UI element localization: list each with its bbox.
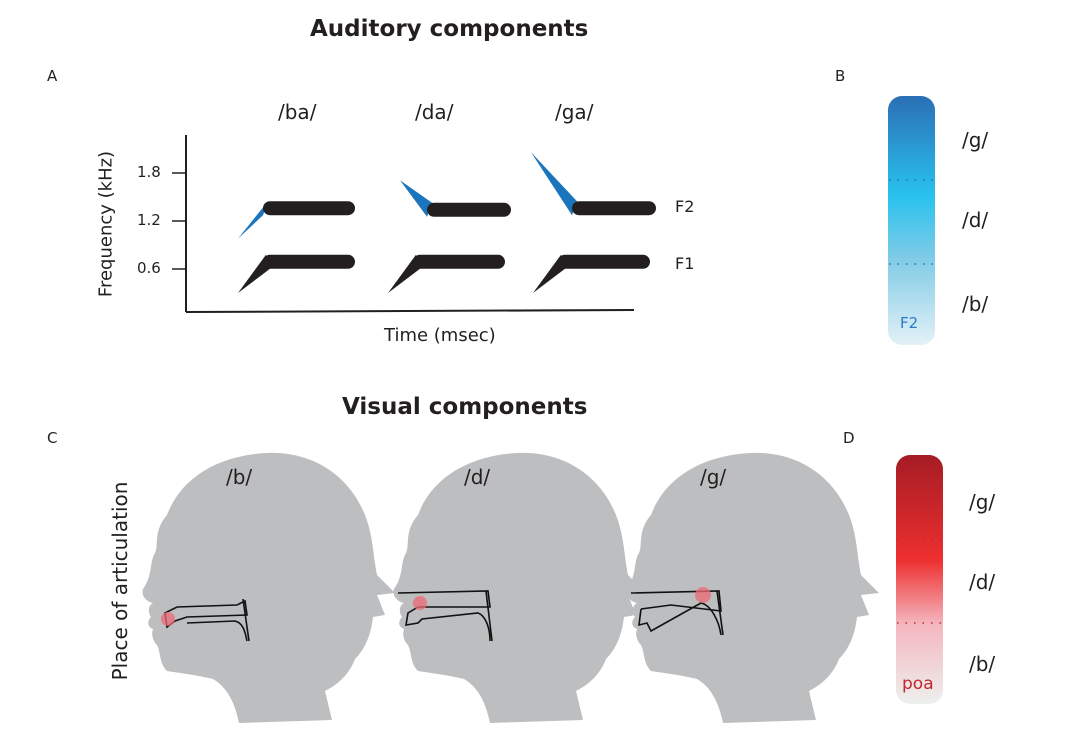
head-g [626, 452, 879, 723]
f2-gradient-bar [888, 96, 935, 345]
y-tick-label: 1.8 [137, 163, 161, 181]
vocal-tract-outline [630, 590, 722, 636]
x-axis-label: Time (msec) [384, 325, 496, 346]
legend-f2: F2 [675, 197, 695, 216]
f2-transition [238, 201, 268, 239]
poa-marker-velum [695, 587, 711, 603]
f2-transition [400, 180, 432, 217]
head-label-d: /d/ [464, 465, 491, 489]
panel-letter-d: D [843, 429, 855, 447]
panel-letter-b: B [835, 67, 846, 85]
head-label-g: /g/ [700, 465, 727, 489]
head-d [393, 452, 646, 723]
syllable-label: /ba/ [278, 100, 317, 124]
poa-gradient-bar [896, 455, 943, 704]
f2-transition [531, 152, 577, 216]
poa-category-g: /g/ [969, 490, 996, 514]
auditory-title: Auditory components [310, 16, 589, 42]
f2-bar-label: F2 [900, 314, 919, 332]
f2-category-b: /b/ [962, 292, 989, 316]
f2-category-g: /g/ [962, 128, 989, 152]
vocal-tract-outline [397, 590, 491, 642]
f1-transition [238, 254, 270, 293]
poa-marker-alveolar [413, 596, 427, 610]
poa-marker-lips [161, 612, 175, 626]
syllable-label: /da/ [415, 100, 454, 124]
poa-category-b: /b/ [969, 652, 996, 676]
panel-letter-c: C [47, 429, 58, 447]
poa-category-d: /d/ [969, 570, 996, 594]
panel-letter-a: A [47, 67, 58, 85]
head-label-b: /b/ [226, 465, 253, 489]
head-b [142, 452, 395, 723]
syllable-label: /ga/ [555, 100, 594, 124]
y-tick-label: 1.2 [137, 211, 161, 229]
f1-transition [533, 254, 565, 293]
poa-bar-label: poa [902, 674, 934, 694]
f2-category-d: /d/ [962, 208, 989, 232]
x-axis [185, 309, 635, 313]
y-tick-label: 0.6 [137, 259, 161, 277]
legend-f1: F1 [675, 254, 695, 273]
f1-transition [388, 254, 420, 293]
visual-title: Visual components [342, 394, 588, 420]
